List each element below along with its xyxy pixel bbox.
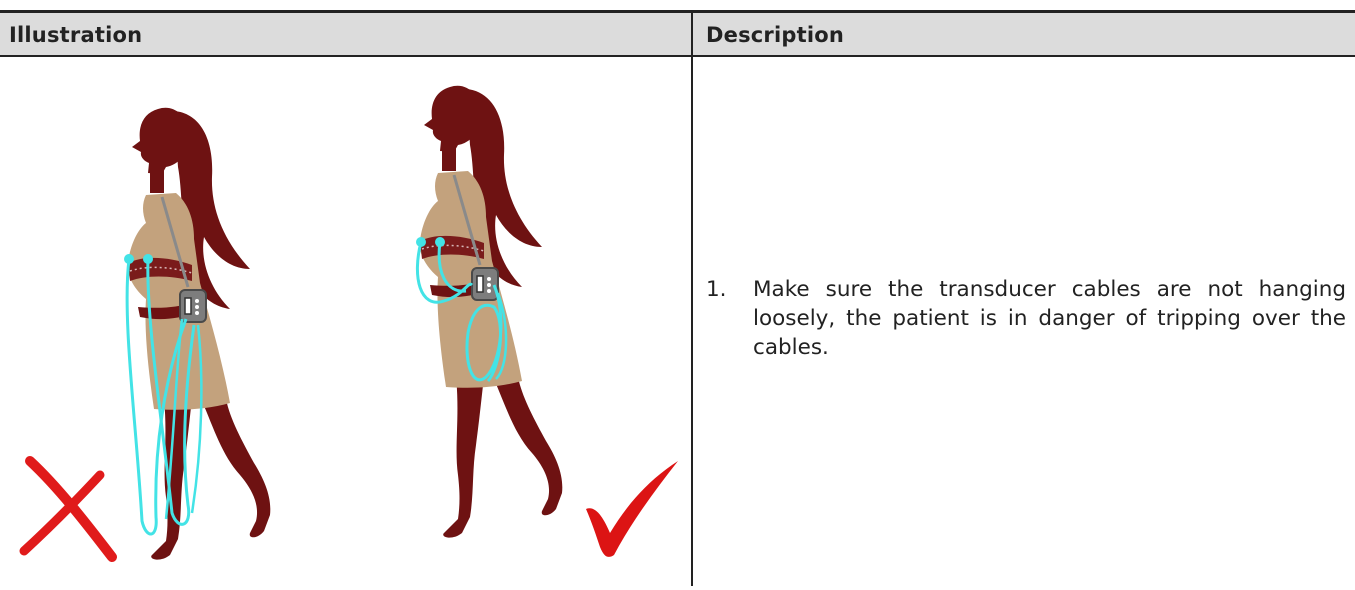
red-checkmark-icon	[586, 461, 678, 557]
step-text: Make sure the transducer cables are not …	[753, 275, 1346, 362]
secured-cables-figure	[416, 86, 562, 538]
step-number: 1.	[706, 275, 753, 362]
description-cell: 1. Make sure the transducer cables are n…	[706, 57, 1346, 586]
cable-safety-illustration	[0, 57, 690, 586]
loose-cables-figure	[124, 108, 270, 560]
column-divider	[691, 13, 693, 586]
description-column-header: Description	[706, 13, 844, 55]
illustration-cell	[0, 57, 690, 586]
red-x-icon	[24, 461, 112, 557]
table-header-row: Illustration Description	[0, 13, 1355, 57]
illustration-column-header: Illustration	[9, 13, 142, 55]
instruction-table: Illustration Description	[0, 10, 1355, 586]
step-item: 1. Make sure the transducer cables are n…	[706, 275, 1346, 362]
